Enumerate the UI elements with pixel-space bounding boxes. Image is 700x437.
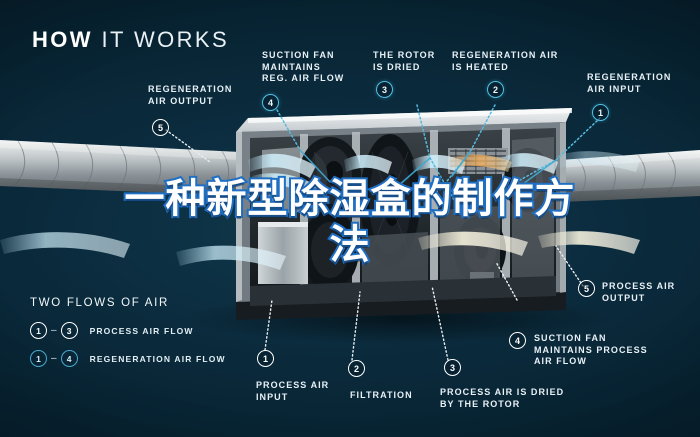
label-filtration: FILTRATION [350, 390, 413, 400]
airflow-arrows [0, 151, 640, 270]
label-process-air-input: PROCESS AIR INPUT [256, 380, 330, 402]
badge-suction-fan-process[interactable]: 4 [509, 332, 526, 349]
legend-dash-1: – [51, 325, 57, 336]
legend-badge-from-1-cy: 1 [30, 350, 47, 367]
badge-suction-fan-reg[interactable]: 4 [262, 94, 279, 111]
legend-dash-2: – [51, 353, 57, 364]
legend-badge-to-3: 3 [60, 322, 78, 339]
legend: TWO FLOWS OF AIR 1 – 3 PROCESS AIR FLOW … [30, 297, 226, 378]
label-regeneration-air-heated: REGENERATION AIR IS HEATED [452, 50, 559, 72]
badge-filtration[interactable]: 2 [348, 360, 365, 377]
label-regeneration-air-output: REGENERATION AIR OUTPUT [148, 84, 233, 106]
legend-badge-from-1: 1 [30, 322, 47, 339]
label-suction-fan-process: SUCTION FAN MAINTAINS PROCESS AIR FLOW [534, 333, 648, 366]
leader-lines-white [165, 129, 584, 361]
fan-left-lower [301, 210, 359, 290]
legend-row-process: 1 – 3 PROCESS AIR FLOW [30, 322, 226, 339]
machine-cabinet [236, 108, 572, 320]
fan-left [299, 137, 361, 213]
title-light: IT WORKS [101, 27, 230, 52]
duct-left [0, 140, 262, 198]
label-suction-fan-reg: SUCTION FAN MAINTAINS REG. AIR FLOW [262, 50, 345, 83]
legend-label-regeneration-air-flow: REGENERATION AIR FLOW [89, 353, 226, 364]
badge-process-air-output[interactable]: 5 [578, 280, 595, 297]
badge-regeneration-air-heated[interactable]: 2 [487, 81, 504, 98]
title-bold: HOW [32, 27, 93, 52]
legend-label-process-air-flow: PROCESS AIR FLOW [89, 325, 194, 336]
label-rotor-is-dried: THE ROTOR IS DRIED [373, 50, 436, 72]
legend-title: TWO FLOWS OF AIR [30, 297, 170, 309]
badge-regeneration-air-output[interactable]: 5 [152, 119, 169, 136]
badge-process-air-input[interactable]: 1 [257, 350, 274, 367]
legend-badge-to-4: 4 [60, 350, 78, 367]
page-title: HOW IT WORKS [32, 27, 229, 53]
badge-regeneration-air-input[interactable]: 1 [592, 104, 609, 121]
badge-rotor-is-dried[interactable]: 3 [376, 81, 393, 98]
label-regeneration-air-input: REGENERATION AIR INPUT [587, 72, 672, 94]
label-process-air-dried: PROCESS AIR IS DRIED BY THE ROTOR [440, 387, 565, 409]
legend-row-regeneration: 1 – 4 REGENERATION AIR FLOW [30, 350, 226, 367]
badge-process-air-dried[interactable]: 3 [444, 359, 461, 376]
label-process-air-output: PROCESS AIR OUTPUT [602, 281, 676, 303]
